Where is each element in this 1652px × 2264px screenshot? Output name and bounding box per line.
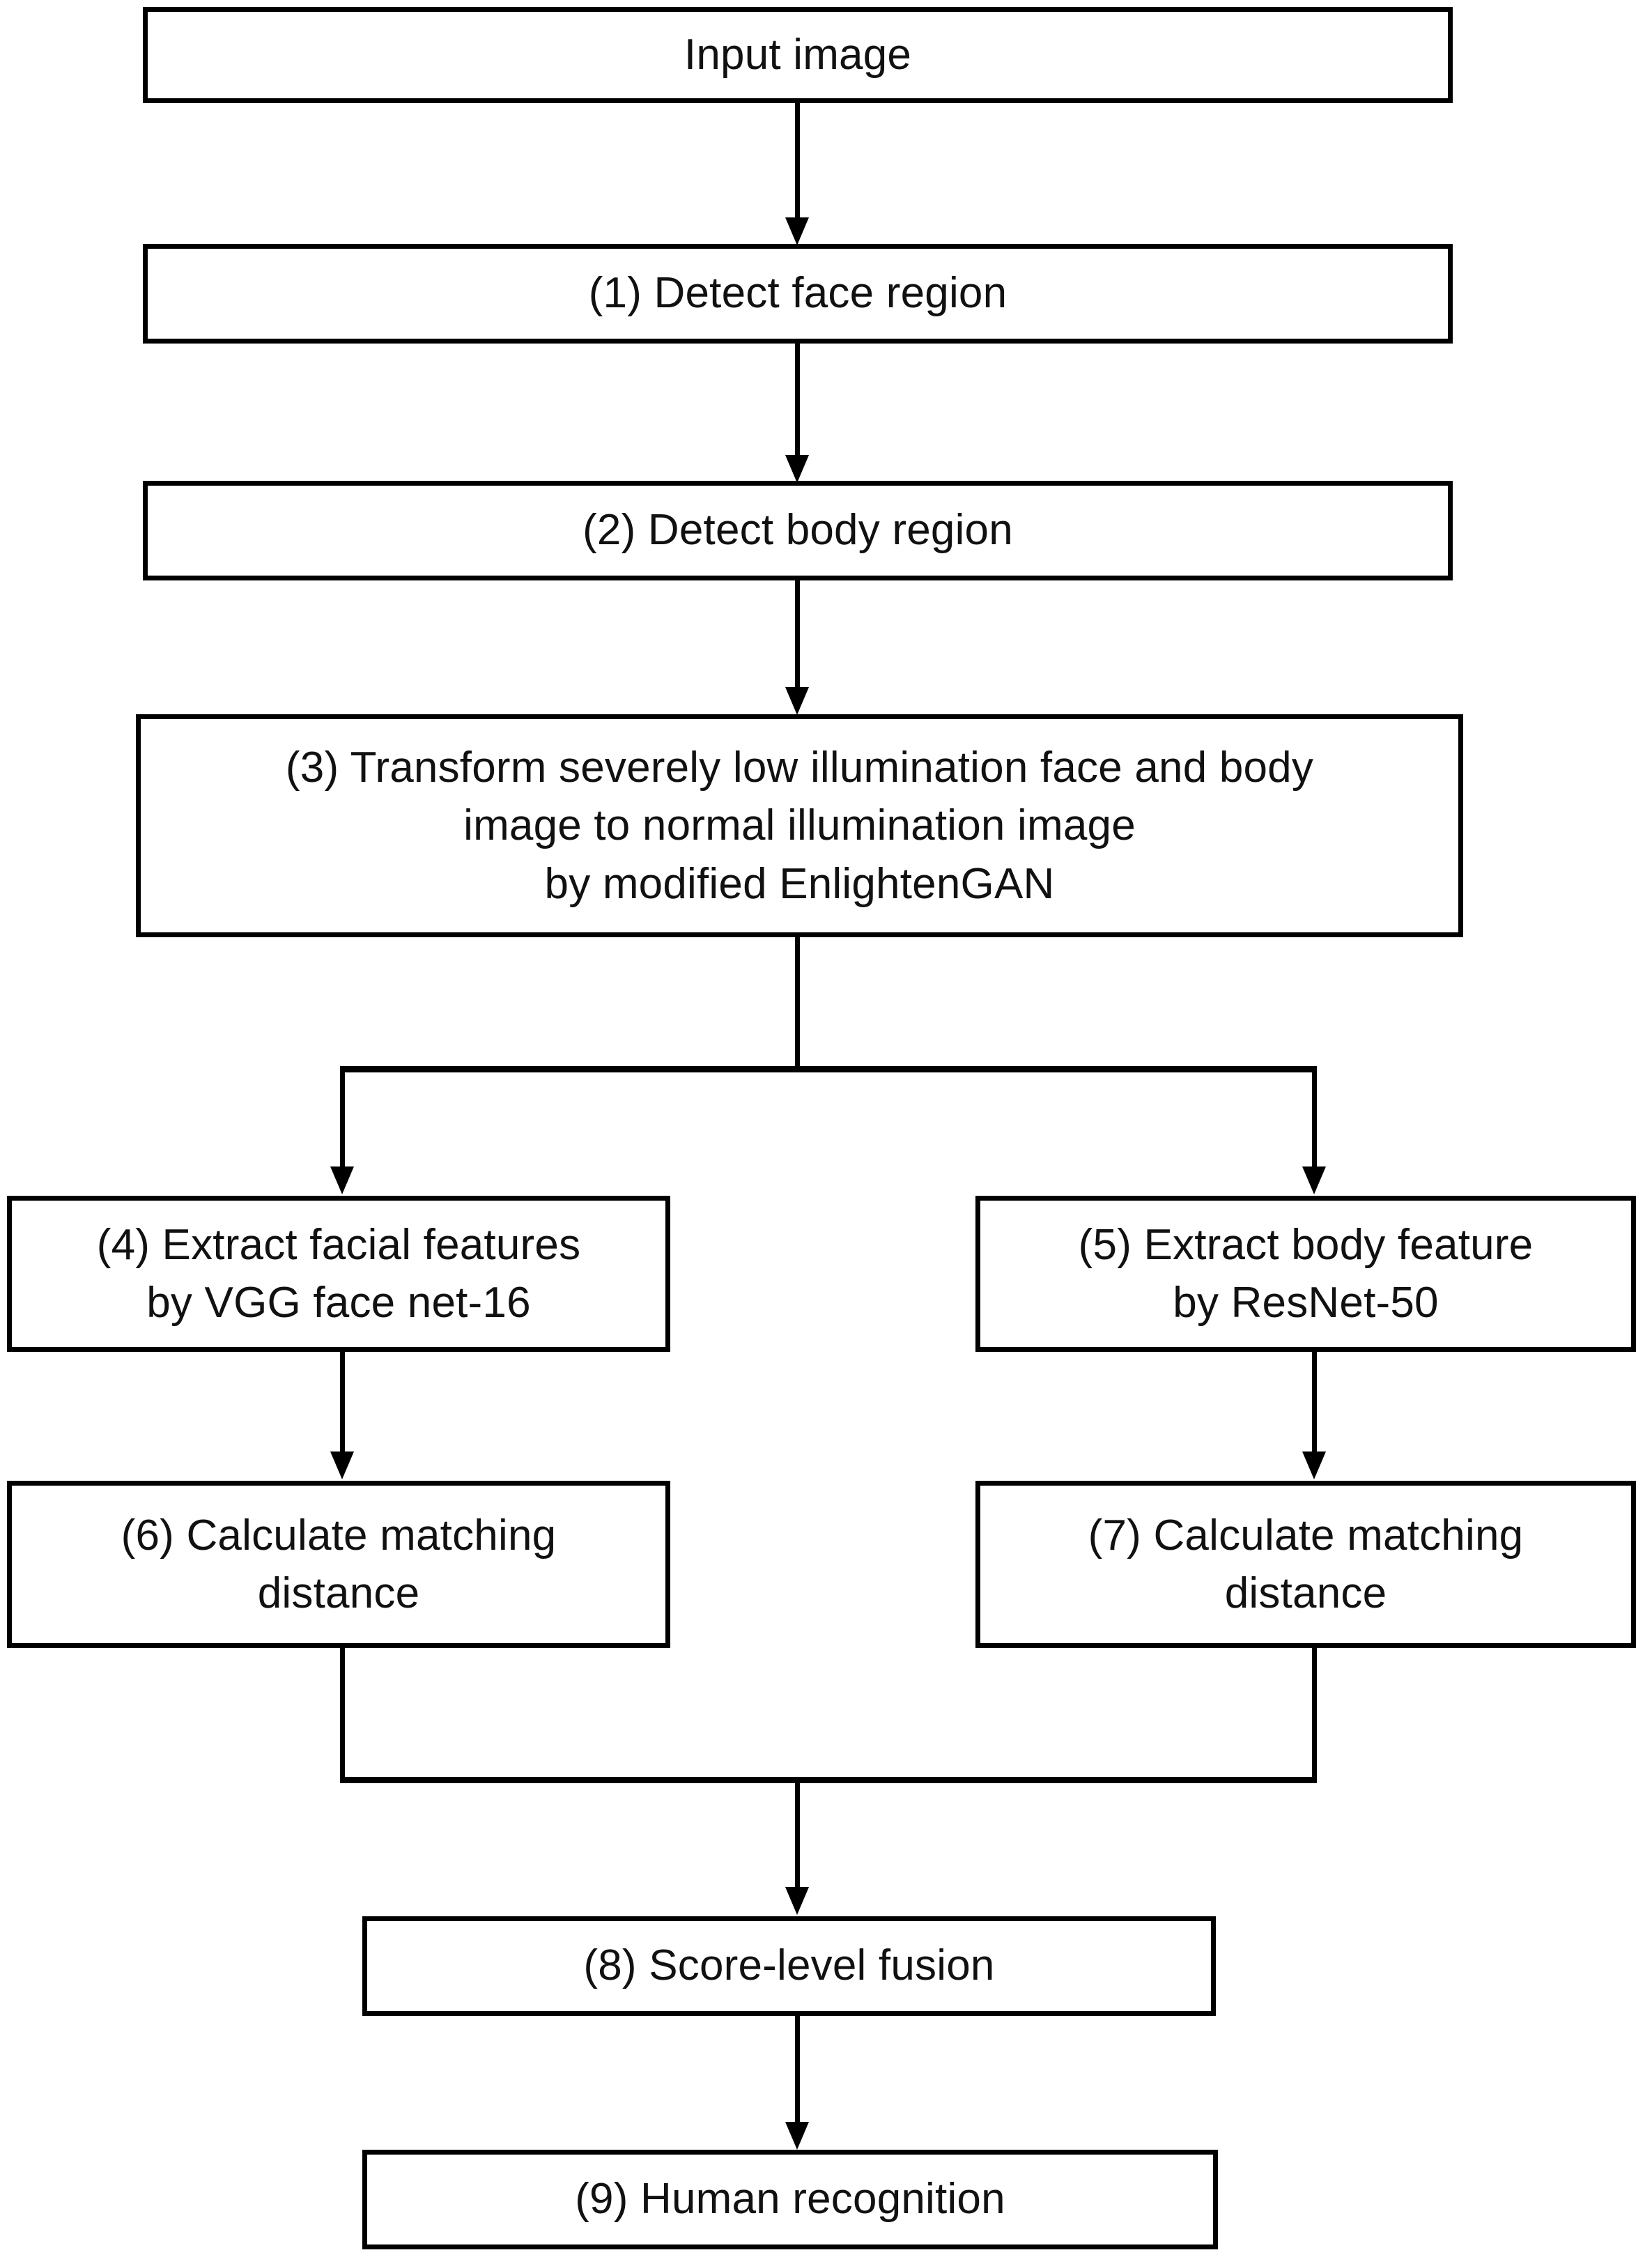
arrowhead-fork-to-step4: [330, 1166, 354, 1194]
node-label: (9) Human recognition: [575, 2175, 1005, 2224]
node-label: (2) Detect body region: [582, 506, 1013, 555]
node-label: Input image: [684, 30, 912, 79]
edge-fork-bar: [340, 1066, 1317, 1072]
edge-input-to-step1: [795, 103, 800, 220]
edge-step4-to-step6: [340, 1352, 345, 1455]
node-step6-calculate-matching-distance[interactable]: (6) Calculate matching distance: [7, 1481, 670, 1648]
edge-step6-merge-drop: [340, 1648, 345, 1783]
node-step3-transform-illumination[interactable]: (3) Transform severely low illumination …: [136, 714, 1463, 937]
node-step1-detect-face-region[interactable]: (1) Detect face region: [143, 244, 1453, 344]
node-step9-human-recognition[interactable]: (9) Human recognition: [362, 2150, 1218, 2249]
node-step8-score-level-fusion[interactable]: (8) Score-level fusion: [362, 1916, 1216, 2016]
node-step2-detect-body-region[interactable]: (2) Detect body region: [143, 481, 1453, 580]
edge-fork-right-drop: [1312, 1066, 1317, 1169]
edge-merge-to-step8: [795, 1777, 800, 1890]
arrowhead-fork-to-step5: [1302, 1166, 1326, 1194]
arrowhead-step8-to-step9: [785, 2122, 809, 2150]
edge-step5-to-step7: [1312, 1352, 1317, 1455]
arrowhead-input-to-step1: [785, 217, 809, 245]
edge-step3-fork-stem: [795, 937, 800, 1071]
arrowhead-merge-to-step8: [785, 1887, 809, 1915]
node-label: (5) Extract body feature by ResNet-50: [1078, 1220, 1534, 1327]
node-input-image[interactable]: Input image: [143, 7, 1453, 103]
node-label: (3) Transform severely low illumination …: [285, 744, 1314, 908]
arrowhead-step5-to-step7: [1302, 1451, 1326, 1479]
edge-merge-bar: [340, 1777, 1317, 1783]
arrowhead-step1-to-step2: [785, 455, 809, 483]
arrowhead-step4-to-step6: [330, 1451, 354, 1479]
edge-step2-to-step3: [795, 580, 800, 689]
edge-step7-merge-drop: [1312, 1648, 1317, 1783]
node-step7-calculate-matching-distance[interactable]: (7) Calculate matching distance: [975, 1481, 1636, 1648]
node-label: (8) Score-level fusion: [583, 1941, 995, 1990]
node-label: (6) Calculate matching distance: [121, 1511, 557, 1617]
edge-step8-to-step9: [795, 2016, 800, 2125]
node-step4-extract-facial-features[interactable]: (4) Extract facial features by VGG face …: [7, 1196, 670, 1352]
edge-step1-to-step2: [795, 344, 800, 458]
edge-fork-left-drop: [340, 1066, 345, 1169]
node-label: (1) Detect face region: [588, 269, 1008, 318]
node-label: (7) Calculate matching distance: [1088, 1511, 1524, 1617]
arrowhead-step2-to-step3: [785, 687, 809, 715]
node-step5-extract-body-feature[interactable]: (5) Extract body feature by ResNet-50: [975, 1196, 1636, 1352]
node-label: (4) Extract facial features by VGG face …: [96, 1220, 581, 1327]
